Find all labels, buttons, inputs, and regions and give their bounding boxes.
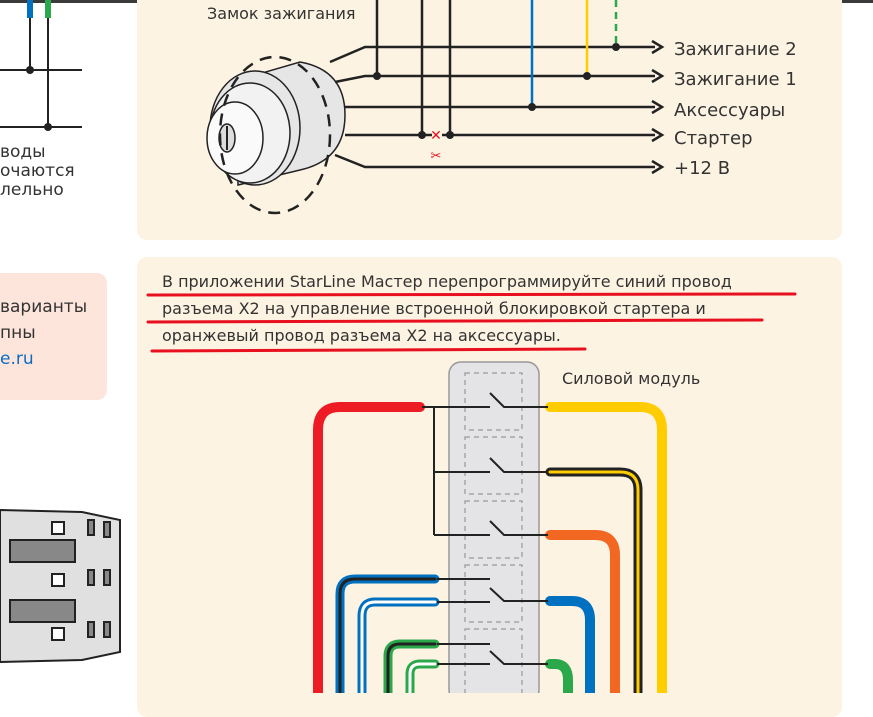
output-ignition-2: Зажигание 2 [674, 39, 797, 60]
arrowheads [651, 39, 665, 175]
module-wires [313, 402, 667, 693]
note-line-2: очаются [0, 161, 75, 181]
connector-icon [0, 508, 121, 664]
instruction-line-1: В приложении StarLine Мастер перепрограм… [162, 272, 732, 291]
module-label: Силовой модуль [562, 369, 701, 388]
ignition-lock-icon [206, 55, 346, 215]
scissors-icon: ✂ [431, 149, 442, 164]
note-line-3: лельно [0, 180, 64, 200]
output-accessories: Аксессуары [674, 100, 785, 121]
note-line-1: воды [0, 142, 46, 162]
info-line-2: пны [0, 323, 36, 343]
switches [422, 392, 548, 665]
info-line-1: варианты [0, 297, 88, 317]
cut-mark-icon: ✕ [430, 128, 442, 144]
instruction-line-3: оранжевый провод разъема X2 на аксессуар… [162, 326, 561, 345]
info-box [0, 273, 107, 400]
left-wires [0, 18, 82, 128]
wiring-diagram: ✕ ✂ Зажигание 2 Зажигание 1 Аксессуары С… [0, 0, 797, 693]
power-module [448, 361, 540, 693]
output-ignition-1: Зажигание 1 [674, 69, 797, 90]
instruction-line-2: разъема X2 на управление встроенной блок… [162, 299, 706, 318]
red-underlines [146, 292, 797, 353]
ignition-wires [329, 0, 655, 169]
output-starter: Стартер [674, 128, 753, 149]
ignition-title: Замок зажигания [207, 4, 356, 23]
info-link[interactable]: e.ru [0, 349, 34, 369]
output-12v: +12 В [674, 158, 730, 179]
